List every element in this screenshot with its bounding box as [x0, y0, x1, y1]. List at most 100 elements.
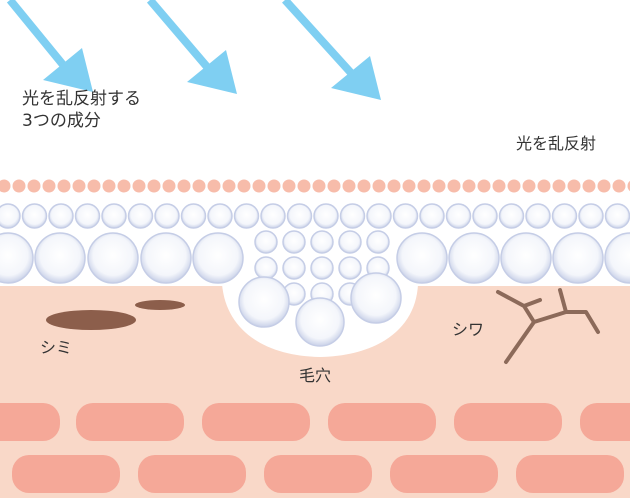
- particle-bubble-icon: [419, 203, 445, 229]
- surface-dot: [402, 179, 416, 193]
- particle-bubble-icon: [140, 232, 192, 284]
- surface-dot: [297, 179, 311, 193]
- surface-dot: [507, 179, 521, 193]
- surface-dot: [282, 179, 296, 193]
- particle-bubble-icon: [551, 203, 578, 229]
- particle-bubble-icon: [295, 297, 345, 347]
- diagram-caption: 光を乱反射する 3つの成分: [22, 88, 141, 132]
- particle-bubble-icon: [282, 256, 306, 280]
- particle-bubble-icon: [578, 203, 604, 229]
- particle-bubble-icon: [238, 276, 290, 328]
- surface-dot: [537, 179, 551, 193]
- label-pores: 毛穴: [299, 366, 332, 385]
- surface-dot: [57, 179, 71, 193]
- surface-dot: [177, 179, 191, 193]
- surface-dot: [252, 179, 266, 193]
- surface-dot: [237, 179, 251, 193]
- particle-bubble-icon: [339, 203, 366, 229]
- surface-dot: [42, 179, 56, 193]
- particle-bubble-icon: [498, 203, 525, 229]
- spot-small: [135, 300, 185, 310]
- surface-dot: [492, 179, 506, 193]
- light-ray-arrow-icon: [146, 0, 237, 94]
- particle-bubble-icon: [338, 230, 362, 254]
- surface-dot: [117, 179, 131, 193]
- surface-dot: [327, 179, 341, 193]
- particle-bubble-icon: [34, 232, 86, 284]
- particle-bubble-icon: [254, 256, 278, 280]
- skin-cell: [390, 455, 498, 493]
- particle-bubble-icon: [260, 203, 286, 229]
- particle-bubble-icon: [350, 272, 402, 324]
- surface-dot: [567, 179, 581, 193]
- particle-bubble-icon: [552, 232, 604, 284]
- particle-bubble-icon: [366, 230, 390, 254]
- surface-dot: [207, 179, 221, 193]
- skin-cell: [580, 403, 630, 441]
- particle-bubble-icon: [101, 203, 127, 229]
- surface-dot: [87, 179, 101, 193]
- surface-dot: [582, 179, 596, 193]
- particle-bubble-icon: [254, 230, 278, 254]
- particle-bubble-icon: [310, 230, 334, 254]
- particle-bubble-icon: [0, 232, 34, 284]
- wrinkle-crack: [496, 288, 600, 364]
- particle-bubble-icon: [21, 203, 48, 229]
- particle-bubble-icon: [500, 232, 552, 284]
- surface-dot: [597, 179, 611, 193]
- particle-bubble-icon: [154, 203, 180, 229]
- surface-dot: [357, 179, 371, 193]
- surface-dot: [162, 179, 176, 193]
- particle-bubble-icon: [338, 256, 362, 280]
- skin-cell: [264, 455, 372, 493]
- particle-bubble-icon: [313, 203, 339, 229]
- surface-dot: [342, 179, 356, 193]
- skin-cell: [76, 403, 184, 441]
- surface-dot: [192, 179, 206, 193]
- surface-dot: [432, 179, 446, 193]
- surface-dot: [477, 179, 491, 193]
- surface-dot: [552, 179, 566, 193]
- surface-dot: [372, 179, 386, 193]
- surface-dot: [147, 179, 161, 193]
- particle-bubble-icon: [310, 256, 334, 280]
- particle-bubble-icon: [525, 203, 551, 229]
- skin-cell: [138, 455, 246, 493]
- surface-dot: [102, 179, 116, 193]
- light-ray-arrow-icon: [282, 0, 381, 100]
- skin-cell: [0, 403, 60, 441]
- label-light-scatter: 光を乱反射: [516, 134, 597, 153]
- caption-line-2: 3つの成分: [22, 111, 101, 132]
- particle-bubble-icon: [180, 203, 207, 229]
- surface-dot: [72, 179, 86, 193]
- surface-dot: [267, 179, 281, 193]
- light-ray-arrows: [6, 0, 381, 100]
- particle-bubbles: [0, 203, 630, 347]
- surface-dot: [12, 179, 26, 193]
- skin-cell: [516, 455, 624, 493]
- particle-bubble-icon: [286, 203, 313, 229]
- skin-cell: [12, 455, 120, 493]
- particle-bubble-icon: [472, 203, 498, 229]
- caption-line-1: 光を乱反射する: [22, 89, 141, 109]
- label-wrinkles: シワ: [452, 320, 485, 339]
- surface-dot: [27, 179, 41, 193]
- particle-bubble-icon: [87, 232, 139, 284]
- surface-dot: [0, 179, 11, 193]
- surface-dot: [522, 179, 536, 193]
- surface-dot: [417, 179, 431, 193]
- skin-cell: [454, 403, 562, 441]
- surface-dot: [447, 179, 461, 193]
- skin-cell: [328, 403, 436, 441]
- particle-bubble-icon: [192, 232, 244, 284]
- skin-surface-dots: [0, 179, 630, 193]
- particle-bubble-icon: [448, 232, 500, 284]
- surface-dot: [222, 179, 236, 193]
- particle-bubble-icon: [207, 203, 233, 229]
- surface-dot: [312, 179, 326, 193]
- particle-bubble-icon: [366, 203, 392, 229]
- cell-layer: [0, 403, 630, 493]
- surface-dot: [462, 179, 476, 193]
